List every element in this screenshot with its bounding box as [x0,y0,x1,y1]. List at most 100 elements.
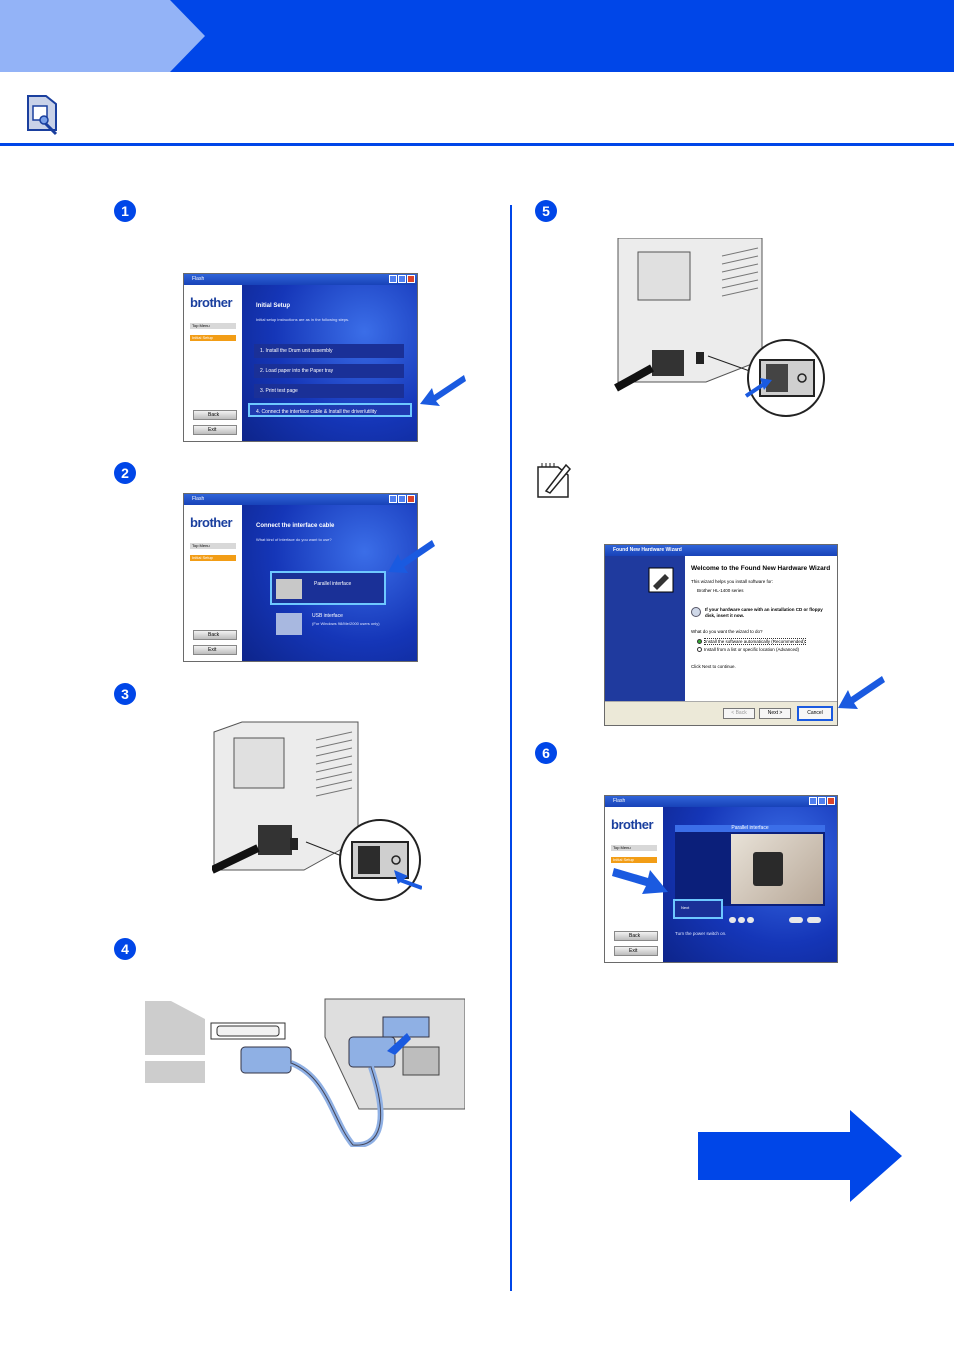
wizard-side-panel [605,556,685,701]
usb-option[interactable]: USB interface (For Windows 98/Me/2000 us… [274,609,386,641]
pointer-arrow-icon [388,540,435,573]
close-icon[interactable] [827,797,835,805]
column-divider [510,205,512,1291]
initial-setup-screenshot: Flash brother Top Menu Initial Setup Bac… [183,273,418,442]
interface-heading: Connect the interface cable [256,523,335,529]
menu-initial-setup[interactable]: Initial Setup [190,555,236,561]
step-5-badge: 5 [535,200,557,222]
back-button[interactable]: Back [193,410,237,420]
radio-selected-icon [697,639,702,644]
setup-subheading: Initial setup instructions are as in the… [256,317,350,322]
menu-top[interactable]: Top Menu [190,323,236,329]
step-2-badge: 2 [114,462,136,484]
maximize-icon[interactable] [818,797,826,805]
video-image [731,834,823,904]
back-button[interactable]: Back [614,931,658,941]
step-3-badge: 3 [114,683,136,705]
minimize-icon[interactable] [809,797,817,805]
setup-option-2[interactable]: 2. Load paper into the Paper tray [254,364,404,378]
interface-pane: Connect the interface cable What kind of… [242,505,417,661]
video-frame [675,832,825,906]
setup-option-1[interactable]: 1. Install the Drum unit assembly [254,344,404,358]
hardware-wizard-screenshot: Found New Hardware Wizard Welcome to the… [604,544,838,726]
close-icon[interactable] [407,495,415,503]
next-label: Next [681,905,690,910]
pointer-arrow-icon [420,375,466,406]
rewind-icon[interactable] [729,917,736,923]
continue-arrow-icon[interactable] [698,1110,902,1202]
maximize-icon[interactable] [398,275,406,283]
power-switch-off-illustration [212,721,422,901]
pointer-arrow-icon [838,676,885,709]
window-controls [389,275,415,283]
brother-logo: brother [611,817,654,832]
parallel-label: Parallel interface [314,581,352,587]
maximize-icon[interactable] [398,495,406,503]
menu-top[interactable]: Top Menu [611,845,657,851]
video-next-button[interactable]: Next [673,899,723,919]
play-icon[interactable] [738,917,745,923]
usb-label: USB interface [312,613,343,619]
cd-icon [691,607,701,617]
parallel-interface-screenshot: Flash brother Top Menu Initial Setup Bac… [604,795,838,963]
player-controls [729,917,754,923]
header-tab [0,0,205,72]
setup-option-3[interactable]: 3. Print test page [254,384,404,398]
header-bar [0,0,954,72]
header-rule [0,143,954,146]
video-title: Parallel interface [675,825,825,832]
wizard-cd-prompt: If your hardware came with an installati… [705,607,823,618]
window-title: Flash [184,274,417,285]
wizard-question: What do you want the wizard to do? [691,629,763,634]
close-icon[interactable] [407,275,415,283]
radio-unselected-icon [697,647,702,652]
step-4-badge: 4 [114,938,136,960]
wizard-line1: This wizard helps you install software f… [691,579,774,584]
wizard-footer: < Back Next > Cancel [605,701,837,725]
nav-controls [789,917,821,923]
video-caption: Turn the power switch on. [675,931,727,936]
parallel-cable-illustration [145,998,465,1147]
window-title: Flash [184,494,417,505]
next-icon[interactable] [807,917,821,923]
minimize-icon[interactable] [389,275,397,283]
setup-option-4[interactable]: 4. Connect the interface cable & Install… [248,403,412,417]
note-icon [537,463,572,498]
window-title: Flash [605,796,837,807]
menu-initial-setup[interactable]: Initial Setup [190,335,236,341]
exit-button[interactable]: Exit [614,946,658,956]
setup-pane: Initial Setup Initial setup instructions… [242,285,417,441]
wizard-radio-auto[interactable]: Install the software automatically (Reco… [697,638,831,645]
menu-top[interactable]: Top Menu [190,543,236,549]
minimize-icon[interactable] [389,495,397,503]
window-controls [389,495,415,503]
step-1-badge: 1 [114,200,136,222]
printer-plug-icon [27,95,58,136]
wizard-continue: Click Next to continue. [691,664,736,669]
hardware-icon [648,567,674,593]
menu-initial-setup[interactable]: Initial Setup [611,857,657,863]
exit-button[interactable]: Exit [193,425,237,435]
setup-heading: Initial Setup [256,303,291,309]
window-controls [809,797,835,805]
prev-icon[interactable] [789,917,803,923]
interface-subheading: What kind of interface do you want to us… [256,537,332,542]
wizard-cancel-button[interactable]: Cancel [797,706,833,721]
wizard-back-button[interactable]: < Back [723,708,755,719]
video-pane: Parallel interface Next Turn the power s… [663,807,837,962]
usb-note: (For Windows 98/Me/2000 users only) [312,621,380,626]
radio-auto-label: Install the software automatically (Reco… [704,638,806,645]
exit-button[interactable]: Exit [193,645,237,655]
wizard-heading: Welcome to the Found New Hardware Wizard [691,565,831,572]
switch-image [753,852,783,886]
back-button[interactable]: Back [193,630,237,640]
parallel-option[interactable]: Parallel interface [270,571,386,605]
parallel-cable-icon [276,579,302,599]
wizard-radio-list[interactable]: Install from a list or specific location… [697,647,831,652]
forward-icon[interactable] [747,917,754,923]
sidebar: brother Top Menu Initial Setup Back Exit [184,285,242,441]
power-switch-on-illustration [614,238,825,417]
pointer-arrow-icon [612,868,668,894]
wizard-next-button[interactable]: Next > [759,708,791,719]
wizard-device: Brother HL-1400 series [697,588,744,593]
